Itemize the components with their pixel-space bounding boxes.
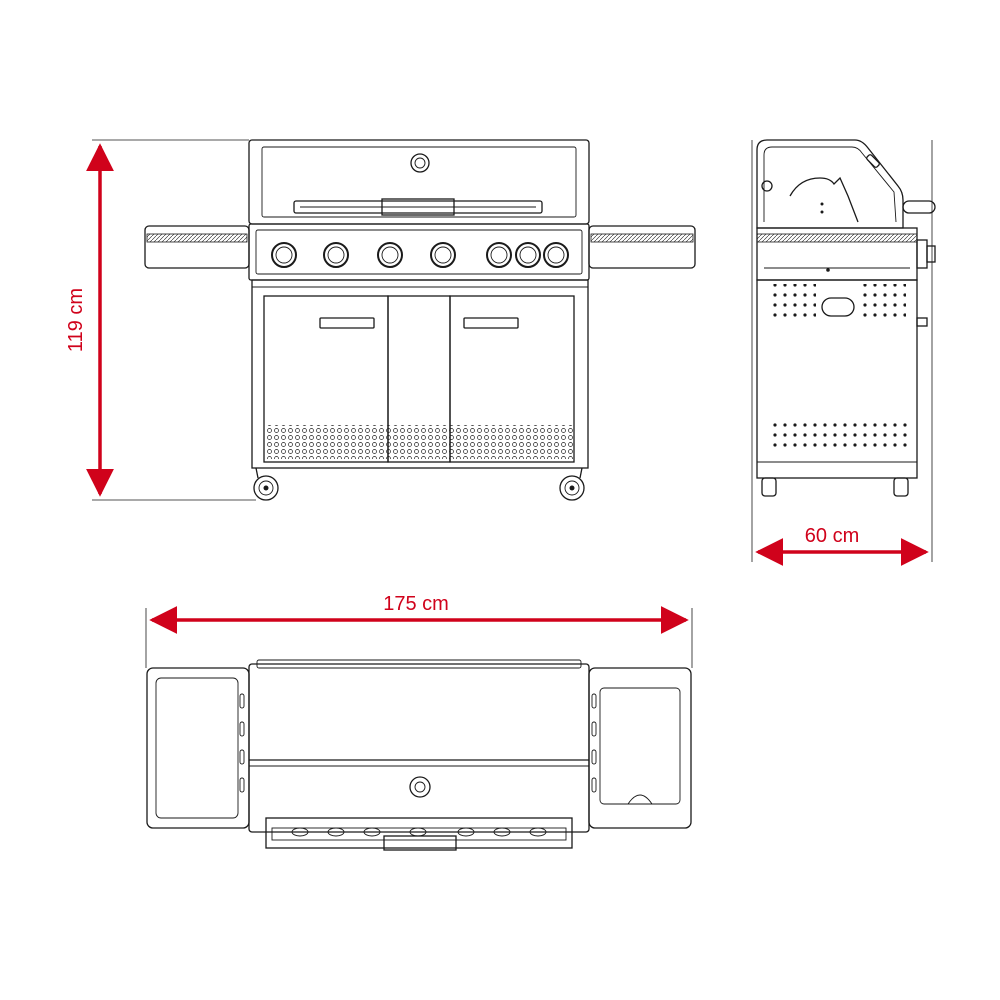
right-door-handle <box>463 317 519 329</box>
side-handle-slot <box>821 297 855 317</box>
control-knobs <box>271 242 569 268</box>
side-lid <box>756 139 904 229</box>
top-view <box>146 659 692 851</box>
top-left-shelf <box>146 667 250 829</box>
control-knob-icon <box>515 242 541 268</box>
dimension-depth: 60 cm <box>751 140 933 566</box>
right-wheel <box>559 467 585 501</box>
side-lid-handle <box>902 200 936 214</box>
top-control-panel <box>265 817 573 849</box>
control-knob-icon <box>377 242 403 268</box>
left-wheel <box>253 467 279 501</box>
left-door-handle <box>319 317 375 329</box>
depth-dimension-label: 60 cm <box>805 525 859 547</box>
front-vent-perforation <box>265 425 573 459</box>
right-side-shelf <box>588 225 696 269</box>
left-side-shelf <box>144 225 250 269</box>
right-door <box>449 295 575 463</box>
top-right-shelf <box>588 667 692 829</box>
control-panel <box>248 223 590 281</box>
control-knob-icon <box>430 242 456 268</box>
lid-handle <box>293 200 543 214</box>
left-shelf-hooks <box>239 693 245 793</box>
top-lid <box>248 663 590 833</box>
side-cabinet-body <box>756 279 918 479</box>
side-rear-caster <box>893 477 909 497</box>
thermometer-icon <box>410 153 430 173</box>
side-view <box>756 139 936 497</box>
dimension-width: 175 cm <box>145 593 693 668</box>
front-view <box>144 139 696 501</box>
width-dimension-label: 175 cm <box>383 593 449 615</box>
control-knob-icon <box>486 242 512 268</box>
side-upper-vent-right <box>858 284 906 318</box>
height-dimension-label: 119 cm <box>65 288 87 352</box>
control-knob-icon <box>543 242 569 268</box>
control-knob-icon <box>271 242 297 268</box>
front-lid <box>248 139 590 225</box>
side-thermometer-icon <box>761 180 773 192</box>
dimension-height: 119 cm <box>65 139 256 501</box>
side-upper-vent <box>768 284 816 318</box>
control-knob-icon <box>323 242 349 268</box>
cabinet-body <box>251 279 589 469</box>
side-front-caster <box>761 477 777 497</box>
right-shelf-hooks <box>591 693 597 793</box>
top-thermometer-icon <box>409 776 431 798</box>
side-lower-vent <box>768 422 908 448</box>
